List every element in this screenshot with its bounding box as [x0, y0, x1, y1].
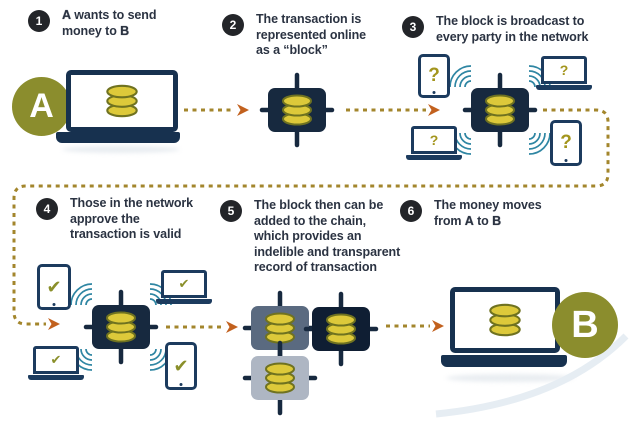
laptop-screen: ?	[541, 56, 587, 84]
step-4-badge: 4	[36, 198, 58, 220]
step-1-bold-a: A	[62, 8, 71, 22]
question-mark-icon: ?	[428, 65, 440, 86]
step-6-text: The money moves from A to B	[434, 198, 542, 228]
laptop-b-shadow	[446, 374, 574, 382]
laptop-device: ?	[536, 56, 592, 90]
step-3-header: 3 The block is broadcast to every party …	[402, 14, 588, 45]
question-mark-icon: ?	[429, 132, 439, 148]
check-mark-icon: ✔	[178, 276, 190, 291]
step-6-bold-a: A	[464, 213, 474, 228]
step-1-bold-b: B	[120, 23, 130, 38]
tablet-device: ?	[550, 120, 582, 166]
step-2-text: The transaction is represented online as…	[256, 12, 367, 58]
question-mark-icon: ?	[560, 132, 572, 153]
step-6-badge: 6	[400, 200, 422, 222]
laptop-device: ?	[406, 126, 462, 160]
step-1-text: A wants to send money to B	[62, 8, 157, 38]
tablet-device: ✔	[165, 342, 197, 390]
laptop-base	[28, 375, 84, 380]
laptop-a-shadow	[62, 146, 180, 153]
step-5-header: 5 The block then can be added to the cha…	[220, 198, 400, 276]
check-mark-icon: ✔	[46, 276, 62, 297]
tablet-device: ✔	[37, 264, 71, 310]
participant-a-circle: A	[12, 77, 71, 136]
step-3-badge: 3	[402, 16, 424, 38]
check-mark-icon: ✔	[173, 355, 189, 376]
step-1-badge: 1	[28, 10, 50, 32]
laptop-base	[156, 299, 212, 304]
flow-arrow-3-line	[12, 108, 610, 326]
laptop-a-screen	[66, 70, 178, 132]
block-icon	[81, 287, 161, 367]
block-icon	[460, 70, 540, 150]
step-3-text: The block is broadcast to every party in…	[436, 14, 589, 44]
step-4-text: Those in the network approve the transac…	[70, 196, 194, 242]
laptop-screen: ✔	[161, 270, 207, 298]
arrowhead-icon	[226, 321, 238, 333]
step-1-header: 1 A wants to send money to B	[28, 8, 156, 39]
check-mark-icon: ✔	[50, 352, 62, 367]
step-2-badge: 2	[222, 14, 244, 36]
background-swoosh	[435, 333, 629, 418]
participant-b-circle: B	[552, 292, 618, 358]
laptop-b-base	[441, 355, 567, 367]
laptop-b-screen	[450, 287, 560, 353]
arrowhead-icon	[428, 104, 440, 116]
arrowhead-icon	[237, 104, 249, 116]
arrowhead-icon	[432, 320, 444, 332]
step-5-badge: 5	[220, 200, 242, 222]
step-6-bold-b: B	[492, 213, 501, 228]
laptop-base	[406, 155, 462, 160]
laptop-base	[536, 85, 592, 90]
step-4-header: 4 Those in the network approve the trans…	[36, 196, 193, 243]
participant-a-label: A	[29, 87, 54, 125]
chain-block-light	[240, 338, 320, 418]
arrowhead-icon	[48, 318, 60, 330]
participant-b-label: B	[571, 303, 599, 346]
tablet-device: ?	[418, 54, 450, 98]
question-mark-icon: ?	[559, 62, 569, 78]
laptop-a-base	[56, 132, 180, 143]
step-2-header: 2 The transaction is represented online …	[222, 12, 366, 59]
laptop-device: ✔	[28, 346, 84, 380]
laptop-screen: ?	[411, 126, 457, 154]
step-5-text: The block then can be added to the chain…	[254, 198, 401, 275]
laptop-device: ✔	[156, 270, 212, 304]
coin-stack-icon	[106, 84, 138, 118]
block-icon	[257, 70, 337, 150]
laptop-screen: ✔	[33, 346, 79, 374]
step-6-header: 6 The money moves from A to B	[400, 198, 542, 229]
coin-stack-icon	[489, 303, 521, 337]
